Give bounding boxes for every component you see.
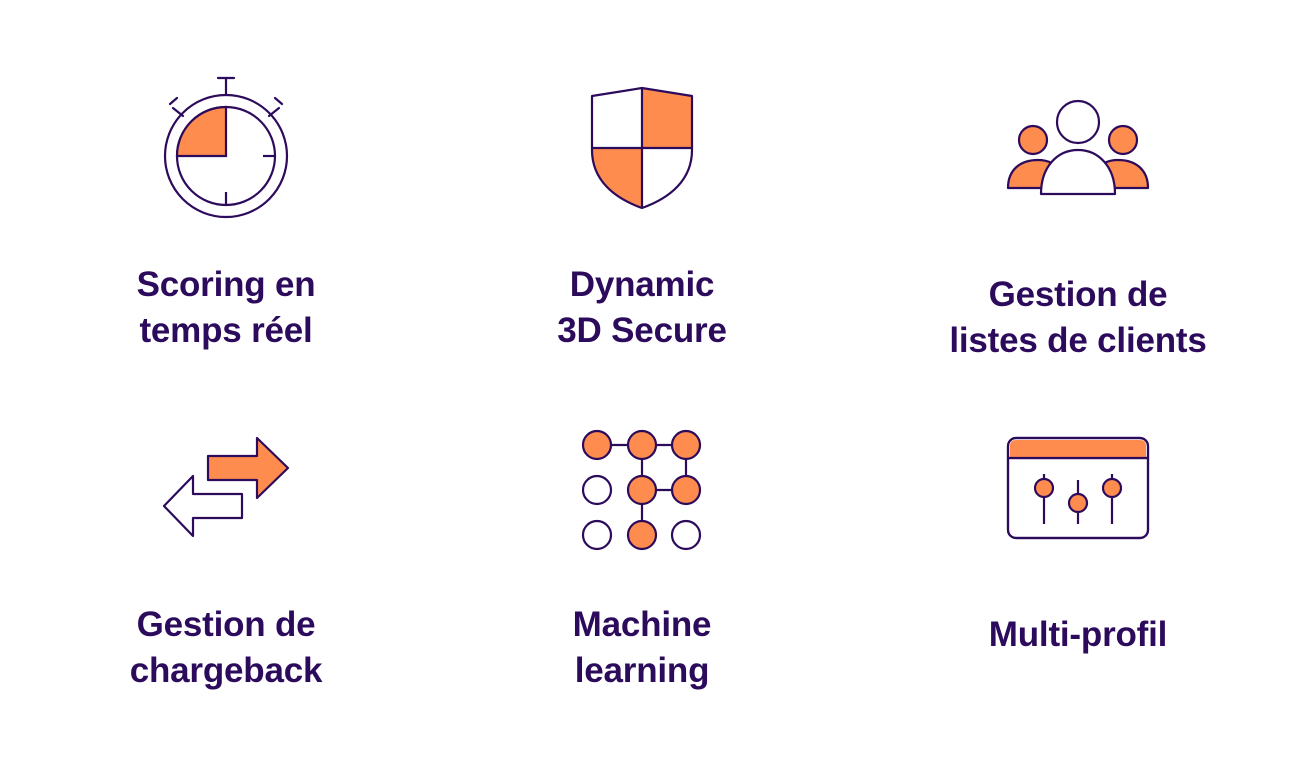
feature-label: Gestion de listes de clients	[949, 275, 1207, 360]
users-group-icon	[1006, 99, 1150, 196]
stopwatch-icon	[163, 76, 289, 219]
feature-label: Dynamic 3D Secure	[557, 265, 727, 350]
shield-icon	[590, 86, 694, 210]
exchange-arrows-icon	[162, 436, 290, 538]
feature-label: Multi-profil	[988, 615, 1168, 654]
feature-label: Gestion de chargeback	[129, 605, 323, 690]
sliders-window-icon	[1006, 436, 1150, 540]
network-nodes-icon	[581, 429, 702, 551]
feature-label: Scoring en temps réel	[136, 265, 316, 350]
feature-label: Machine learning	[572, 605, 712, 690]
